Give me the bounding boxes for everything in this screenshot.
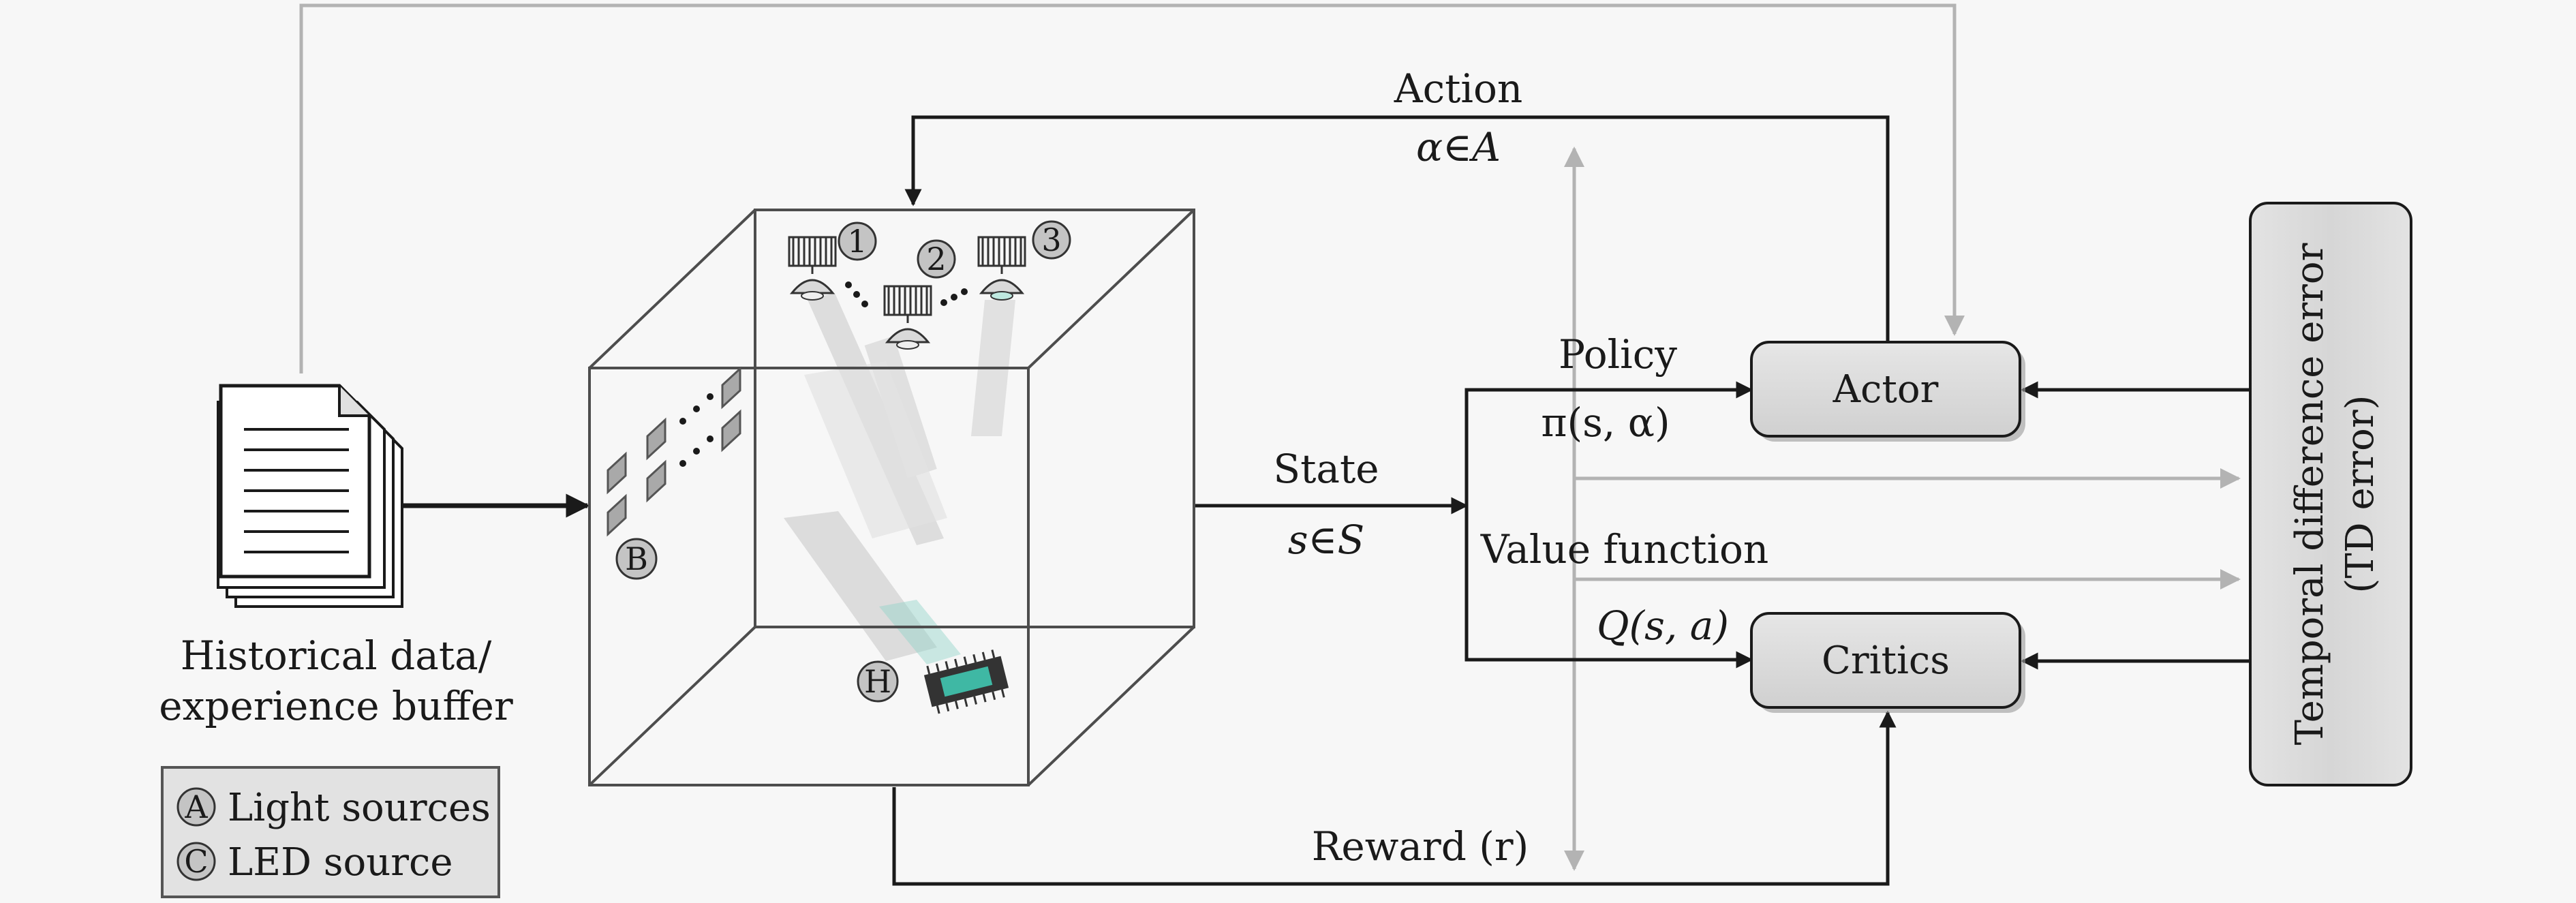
svg-text:LED source: LED source	[228, 840, 453, 885]
history-label-line1: Historical data/	[181, 632, 492, 679]
value-arrow	[1465, 506, 1753, 669]
state-math-label: s∈S	[1288, 517, 1364, 563]
value-math-label: Q(s, a)	[1597, 602, 1729, 649]
history-to-actor-line	[299, 3, 1965, 373]
svg-text:(TD error): (TD error)	[2338, 395, 2382, 594]
document-stack-icon	[217, 384, 403, 608]
led-panel-array	[607, 366, 741, 537]
legend-item-led-source: C LED source	[177, 840, 453, 885]
black-flow-lines	[401, 115, 2249, 886]
cube-front-face	[588, 367, 1030, 786]
lamp-3	[977, 236, 1026, 301]
actor-box: Actor	[1750, 341, 2025, 442]
policy-math-label: π(s, α)	[1541, 399, 1670, 446]
cube-back-face	[754, 209, 1195, 628]
lamp-2	[883, 285, 932, 350]
svg-text:Temporal difference error: Temporal difference error	[2288, 243, 2332, 745]
environment-cube: 1 2 3 B H	[588, 209, 1195, 786]
svg-text:H: H	[864, 663, 891, 700]
svg-text:Critics: Critics	[1822, 639, 1950, 683]
marker-light-2: 2	[917, 239, 956, 279]
lamp-1	[788, 236, 837, 301]
marker-light-3: 3	[1032, 220, 1071, 260]
reward-line	[892, 710, 1897, 886]
history-label-line2: experience buffer	[159, 683, 513, 729]
legend: A Light sources C LED source	[161, 766, 500, 898]
panel-ellipsis-dots	[679, 393, 714, 467]
marker-board: B	[615, 538, 658, 580]
svg-text:2: 2	[926, 241, 946, 277]
td-error-box: Temporal difference error (TD error)	[2249, 202, 2412, 786]
svg-text:C: C	[184, 843, 208, 880]
svg-text:1: 1	[847, 223, 867, 260]
chip-icon	[923, 649, 1009, 714]
svg-text:B: B	[625, 540, 648, 577]
gray-feedback-lines	[299, 3, 2241, 871]
action-label: Action	[1394, 65, 1523, 112]
lamp-ellipsis-dots	[845, 281, 968, 307]
svg-text:3: 3	[1041, 221, 1061, 258]
critics-box: Critics	[1750, 612, 2025, 713]
action-feedback-line	[904, 115, 1890, 344]
light-beams	[784, 293, 1015, 664]
legend-item-light-sources: A Light sources	[177, 786, 491, 830]
value-function-label: Value function	[1480, 526, 1769, 572]
state-label: State	[1273, 446, 1379, 492]
svg-text:A: A	[184, 789, 208, 825]
reward-label: Reward (r)	[1312, 823, 1529, 870]
policy-label: Policy	[1559, 331, 1677, 378]
svg-text:Actor: Actor	[1833, 367, 1939, 412]
svg-text:Light sources: Light sources	[228, 786, 491, 830]
marker-chip: H	[857, 660, 899, 703]
marker-light-1: 1	[838, 221, 877, 261]
action-math-label: α∈A	[1416, 124, 1501, 170]
